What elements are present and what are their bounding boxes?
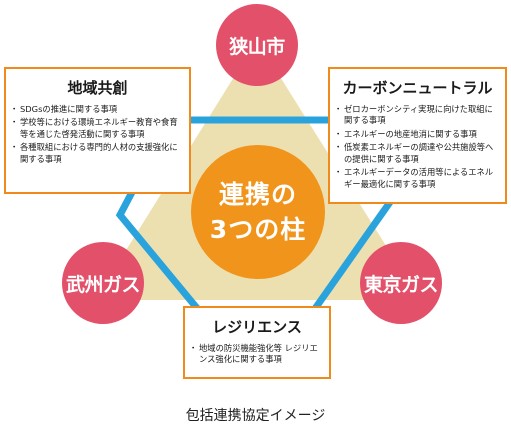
pillar-box-resilience: レジリエンス 地域の防災機能強化等 レジリエンス強化に関する事項 [183,306,331,379]
party-tokyo-gas-label: 東京ガス [363,273,439,296]
pillar-title-carbon-neutral: カーボンニュートラル [342,79,493,97]
list-item: エネルギーの地産地消に関する事項 [334,129,498,141]
list-item: 各種取組における専門的人材の支援強化に関する事項 [10,142,182,165]
pillar-list-carbon-neutral: ゼロカーボンシティ実現に向けた取組に関する事項 エネルギーの地産地消に関する事項… [334,104,498,190]
pillar-list-resilience: 地域の防災機能強化等 レジリエンス強化に関する事項 [189,343,322,366]
pillar-box-community: 地域共創 SDGsの推進に関する事項 学校等における環境エネルギー教育や食育等を… [4,67,191,194]
pillar-title-resilience: レジリエンス [212,318,302,336]
party-tokyo-gas: 東京ガス [360,242,442,324]
center-line-1: 連携の [218,180,297,209]
center-three-pillars: 連携の 3つの柱 [191,145,325,279]
pillar-box-carbon-neutral: カーボンニュートラル ゼロカーボンシティ実現に向けた取組に関する事項 エネルギー… [328,67,507,204]
center-line-2: 3つの柱 [209,215,307,244]
list-item: SDGsの推進に関する事項 [10,104,182,116]
pillar-title-community: 地域共創 [67,79,128,97]
list-item: ゼロカーボンシティ実現に向けた取組に関する事項 [334,104,498,127]
party-bushu-gas-label: 武州ガス [65,273,141,296]
pillar-list-community: SDGsの推進に関する事項 学校等における環境エネルギー教育や食育等を通じた啓発… [10,104,182,165]
party-bushu-gas: 武州ガス [62,242,144,324]
list-item: 低炭素エネルギーの調達や公共施設等への提供に関する事項 [334,142,498,165]
party-sayama-city: 狭山市 [216,4,298,86]
list-item: 地域の防災機能強化等 レジリエンス強化に関する事項 [189,343,322,366]
diagram-caption: 包括連携協定イメージ [185,408,326,424]
list-item: 学校等における環境エネルギー教育や食育等を通じた啓発活動に関する事項 [10,117,182,140]
list-item: エネルギーデータの活用等によるエネルギー最適化に関する事項 [334,167,498,190]
party-sayama-city-label: 狭山市 [229,35,285,58]
